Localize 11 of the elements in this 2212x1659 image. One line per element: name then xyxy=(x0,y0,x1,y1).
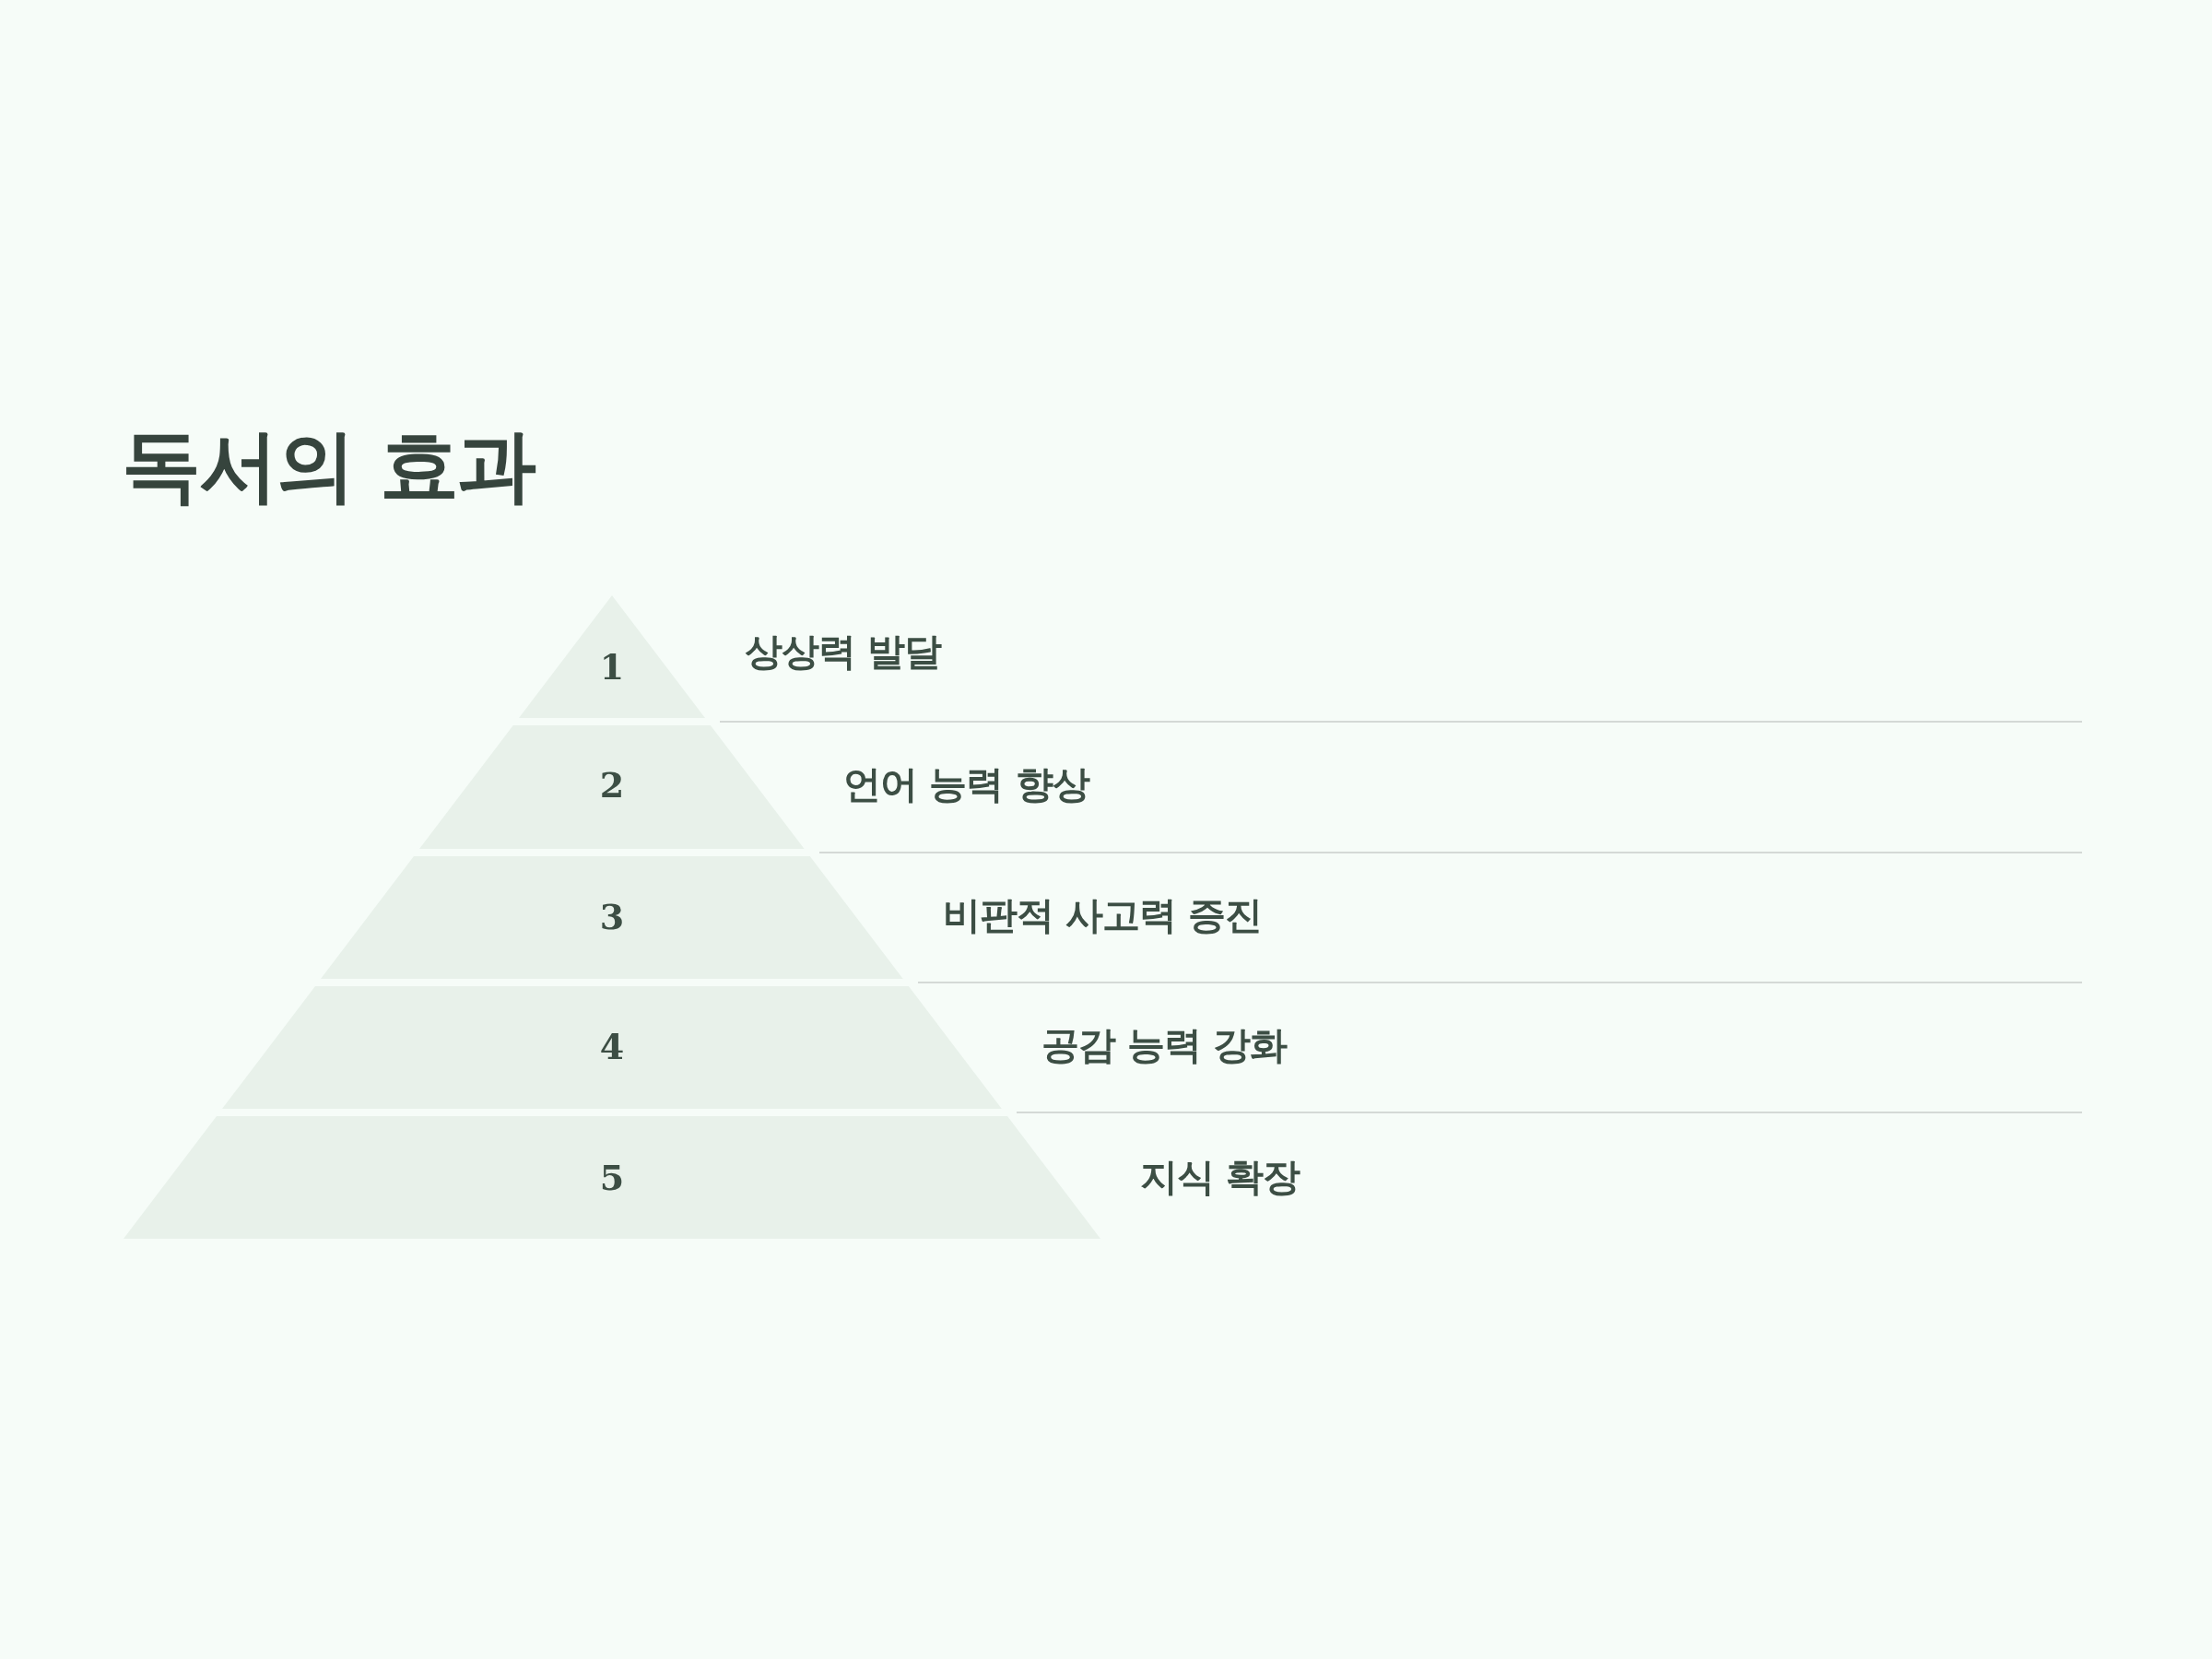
step-number: 1 xyxy=(599,645,625,689)
step-label: 지식 확장 xyxy=(1140,1154,1300,1201)
step-number: 3 xyxy=(599,895,625,939)
step-number: 2 xyxy=(599,763,625,807)
title: 독서의 효과 xyxy=(122,419,535,512)
step-label: 비판적 사고력 증진 xyxy=(942,892,1263,939)
step-label: 공감 능력 강화 xyxy=(1041,1022,1288,1069)
step-number: 4 xyxy=(599,1025,625,1069)
step-number: 5 xyxy=(599,1156,625,1200)
step-label: 상상력 발달 xyxy=(745,629,942,676)
step-label: 언어 능력 향상 xyxy=(843,761,1089,808)
